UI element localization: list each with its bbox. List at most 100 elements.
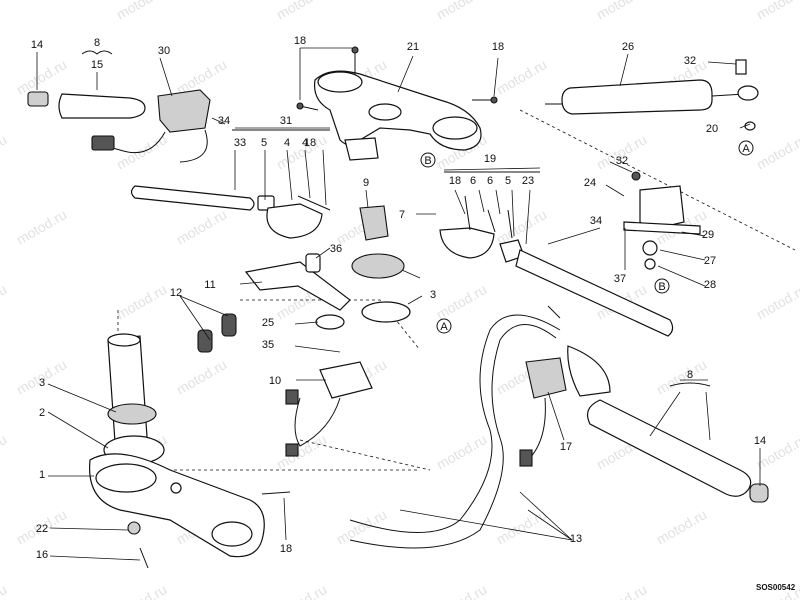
callout-number: 34: [218, 115, 230, 127]
watermark-text: motod.ru: [0, 131, 9, 172]
callout-number: 31: [280, 115, 292, 127]
watermark-text: motod.ru: [334, 506, 390, 547]
right-grip-assembly: [519, 345, 769, 503]
watermark-text: motod.ru: [174, 206, 230, 247]
left-connector: [91, 135, 115, 151]
callout-number: 29: [702, 229, 714, 241]
watermark-text: motod.ru: [114, 0, 170, 23]
reference-letter: B: [424, 155, 431, 167]
callout-number: 3: [39, 377, 45, 389]
callout-number: 21: [407, 41, 419, 53]
callout-number: 3: [430, 289, 436, 301]
watermark-text: motod.ru: [0, 431, 9, 472]
reference-letter: A: [440, 321, 448, 333]
callout-number: 37: [614, 273, 626, 285]
watermark-text: motod.ru: [434, 431, 490, 472]
left-clip-on: [130, 185, 331, 239]
steering-damper: [545, 59, 759, 131]
callout-number: 35: [262, 339, 274, 351]
watermark-text: motod.ru: [594, 581, 650, 600]
reference-circle: [654, 278, 670, 294]
watermark-text: motod.ru: [434, 581, 490, 600]
fasteners-top: [296, 46, 498, 111]
callout-number: 12: [170, 287, 182, 299]
key-2: [221, 313, 237, 337]
callout-number: 6: [470, 175, 476, 187]
ignition-switch: [319, 361, 373, 399]
callout-number: 20: [706, 123, 718, 135]
watermark-text: motod.ru: [654, 506, 710, 547]
watermark-text: motod.ru: [114, 581, 170, 600]
reference-letter: A: [742, 143, 750, 155]
key-1: [197, 329, 213, 353]
right-bar-end-weight: [749, 483, 769, 503]
left-bar-end-weight: [27, 91, 49, 107]
callout-number: 8: [94, 37, 100, 49]
watermark-text: motod.ru: [494, 56, 550, 97]
callout-number: 17: [560, 441, 572, 453]
watermark-text: motod.ru: [114, 281, 170, 322]
callout-number: 5: [261, 137, 267, 149]
callout-number: 13: [570, 533, 582, 545]
callout-number: 18: [280, 543, 292, 555]
callout-number: 27: [704, 255, 716, 267]
callout-number: 30: [158, 45, 170, 57]
callout-number: 7: [399, 209, 405, 221]
assembly-dashed-lines: [117, 109, 796, 471]
reference-circle: [738, 140, 754, 156]
callout-number: 32: [616, 155, 628, 167]
callout-number: 22: [36, 523, 48, 535]
drawing-code: SOS00542: [756, 583, 796, 592]
watermark-text: motod.ru: [494, 506, 550, 547]
callout-number: 14: [754, 435, 766, 447]
callout-number: 19: [484, 153, 496, 165]
callout-number: 26: [622, 41, 634, 53]
callout-number: 32: [684, 55, 696, 67]
bearing-cap: [359, 205, 389, 241]
callout-number: 11: [204, 279, 215, 291]
watermark-text: motod.ru: [14, 206, 70, 247]
right-grip: [587, 399, 752, 497]
callout-number: 2: [39, 407, 45, 419]
callout-number: 15: [91, 59, 103, 71]
watermark-text: motod.ru: [754, 0, 800, 23]
callout-number: 33: [234, 137, 246, 149]
callout-number: 4: [302, 137, 308, 149]
watermark-text: motod.ru: [0, 0, 9, 23]
left-grip-assembly: [27, 89, 211, 163]
steering-stem-lower-clamp: [88, 333, 291, 569]
callout-number: 10: [269, 375, 281, 387]
watermark-text: motod.ru: [754, 131, 800, 172]
callout-number: 9: [363, 177, 369, 189]
watermark-text: motod.ru: [434, 0, 490, 23]
ignition-cover-bracket: [244, 261, 351, 311]
center-parts: [197, 205, 411, 457]
watermark-text: motod.ru: [494, 206, 550, 247]
callout-number: 14: [31, 39, 43, 51]
callout-number: 18: [294, 35, 306, 47]
watermark-text: motod.ru: [0, 581, 9, 600]
callout-number: 23: [522, 175, 534, 187]
left-switchgear: [157, 89, 211, 133]
steering-stop-bracket: [344, 137, 379, 161]
watermark-text: motod.ru: [274, 0, 330, 23]
watermark-text: motod.ru: [594, 0, 650, 23]
watermark-text: motod.ru: [274, 431, 330, 472]
callout-number: 28: [704, 279, 716, 291]
callout-number: 25: [262, 317, 274, 329]
callout-number: 6: [487, 175, 493, 187]
callout-number: 34: [590, 215, 602, 227]
callout-number: 18: [492, 41, 504, 53]
watermark-text: motod.ru: [274, 581, 330, 600]
reference-circle: [436, 318, 452, 334]
callout-number: 18: [304, 137, 316, 149]
callout-number: 4: [284, 137, 290, 149]
watermark-text: motod.ru: [654, 356, 710, 397]
throttle-cables: [349, 305, 561, 549]
callout-number: 18: [449, 175, 461, 187]
watermark-text: motod.ru: [174, 356, 230, 397]
watermark-text: motod.ru: [14, 56, 70, 97]
